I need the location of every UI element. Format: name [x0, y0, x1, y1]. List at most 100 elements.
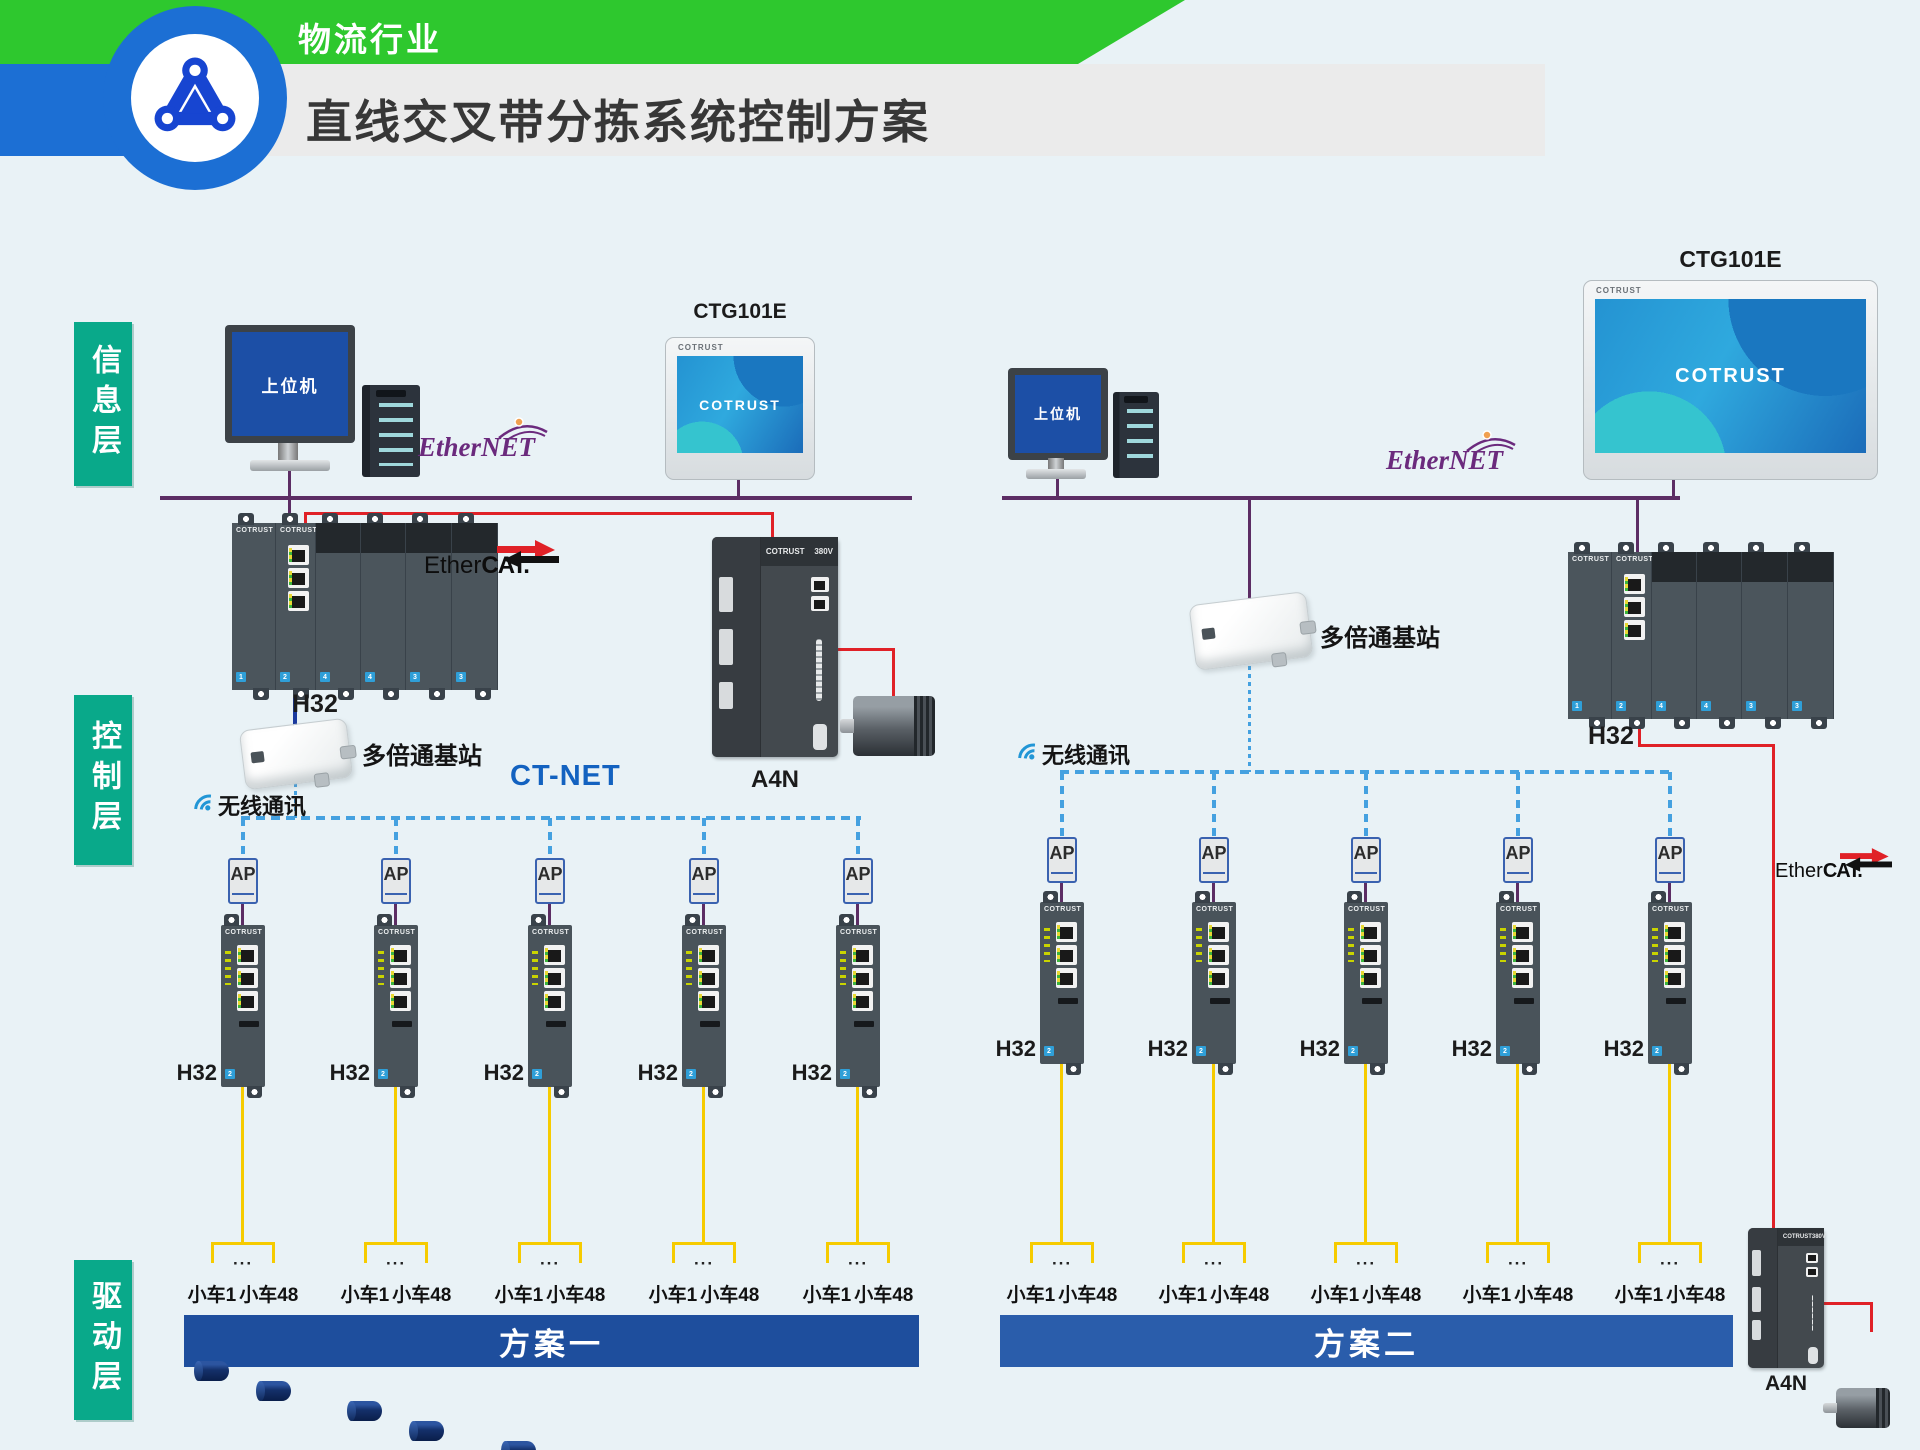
module-chip: 2	[1616, 701, 1626, 711]
drive-x2-connector	[1807, 1290, 1818, 1336]
col2-5-module-label: H32	[1603, 1036, 1644, 1061]
cart-first-label: 小车1	[494, 1285, 544, 1306]
col1-1-cart-labels: 小车1 小车48	[181, 1280, 305, 1307]
col1-3-ap-module-link	[548, 904, 551, 925]
ethernet-bus-1	[160, 496, 912, 500]
cart-last-label: 小车48	[546, 1285, 606, 1306]
module-chip: 2	[1500, 1046, 1510, 1056]
col1-4-fork-right	[733, 1242, 736, 1263]
ethernet-swoosh-icon	[498, 417, 548, 441]
module-usb-slot	[1210, 998, 1230, 1004]
col1-1-cart-last-motor	[256, 1381, 291, 1401]
col2-3-fork	[1334, 1242, 1398, 1245]
wireless1-label: 无线通讯	[218, 794, 307, 819]
plc-rack-2: COTRUST 1 COTRUST 2 4 4 3 3	[1568, 542, 1834, 729]
col1-1-h32-module: COTRUST 2	[221, 914, 265, 1098]
col1-4-ap-module-link	[702, 904, 705, 925]
basestation2-label: 多倍通基站	[1320, 625, 1440, 652]
module-usb-slot	[700, 1021, 720, 1027]
col1-4-h32-module: COTRUST 2	[682, 914, 726, 1098]
col1-4-cart-labels: 小车1 小车48	[642, 1280, 766, 1307]
col1-1-cart-first-motor	[194, 1361, 229, 1381]
drive-ethernet-ports	[810, 576, 829, 611]
col1-5-fork	[826, 1242, 890, 1245]
rack2-io-module: 4	[1697, 542, 1742, 729]
rack1-io-module: 4	[316, 513, 361, 700]
cart-first-label: 小车1	[1158, 1285, 1208, 1306]
ethernet-ports	[544, 945, 565, 1011]
col1-3-h32-module: COTRUST 2	[528, 914, 572, 1098]
module-chip: 1	[236, 672, 246, 682]
brand-logo	[103, 6, 287, 190]
module-brand: COTRUST	[1044, 906, 1082, 913]
ethernet-ports	[237, 945, 258, 1011]
module-chip: 3	[410, 672, 420, 682]
col1-5-h32-module: COTRUST 2	[836, 914, 880, 1098]
module-chip: 2	[280, 672, 290, 682]
tower-vents	[379, 403, 414, 466]
col1-1-ap-module-link	[241, 904, 244, 925]
ethercat2-line-c	[1772, 744, 1775, 1230]
col1-2-ellipsis: ···	[386, 1254, 406, 1273]
col2-1-ap-unit: AP	[1047, 837, 1077, 883]
module-brand: COTRUST	[1196, 906, 1234, 913]
rack1-cpu-module: COTRUST 2	[276, 513, 317, 700]
module-usb-slot	[1666, 998, 1686, 1004]
col2-4-ellipsis: ···	[1508, 1254, 1528, 1273]
basestation-2	[1188, 591, 1317, 671]
hmi1-brand: COTRUST	[678, 343, 724, 352]
layer-control: 控制层	[74, 695, 132, 865]
module-usb-slot	[546, 1021, 566, 1027]
module-chip: 2	[225, 1069, 235, 1079]
col1-3-fork-left	[518, 1242, 521, 1263]
col2-4-ap-module-link	[1516, 883, 1519, 902]
module-leds	[1196, 928, 1202, 962]
rack2-io-module: 3	[1742, 542, 1788, 729]
ethercat1-line-c	[771, 512, 774, 538]
col2-2-ellipsis: ···	[1204, 1254, 1224, 1273]
ethernet-ports	[1208, 922, 1229, 988]
col2-3-wireless-drop	[1364, 772, 1368, 837]
host1-stand	[278, 443, 298, 460]
col2-4-ap-unit: AP	[1503, 837, 1533, 883]
col2-2-ap-unit: AP	[1199, 837, 1229, 883]
col1-5-ap-unit: AP	[843, 858, 873, 904]
col1-3-module-label: H32	[483, 1060, 524, 1085]
molecule-icon	[154, 57, 236, 132]
ethernet-ports	[852, 945, 873, 1011]
col2-1-ellipsis: ···	[1052, 1254, 1072, 1273]
col2-5-ap-module-link	[1668, 883, 1671, 902]
ethercat2-logo: EtherCAT.	[1775, 848, 1892, 883]
host1-bus-link	[288, 471, 291, 523]
module-chip: 2	[686, 1069, 696, 1079]
col1-3-ap-unit: AP	[535, 858, 565, 904]
col1-1-fork-left	[211, 1242, 214, 1263]
rack1-bs-link	[293, 690, 297, 726]
col1-2-h32-module: COTRUST 2	[374, 914, 418, 1098]
module-brand: COTRUST	[378, 929, 416, 936]
ethercat1-line-a	[304, 512, 307, 524]
col2-1-wireless-drop	[1060, 772, 1064, 837]
module-chip: 3	[1792, 701, 1802, 711]
servo1-motor-line-b	[892, 648, 895, 700]
module-leds	[378, 951, 384, 985]
col1-4-fork	[672, 1242, 736, 1245]
col2-2-wireless-drop	[1212, 772, 1216, 837]
col2-4-fork-left	[1486, 1242, 1489, 1263]
col2-3-cart-labels: 小车1 小车48	[1304, 1280, 1428, 1307]
module-leds	[1044, 928, 1050, 962]
module-leds	[686, 951, 692, 985]
col1-4-wireless-drop	[702, 818, 706, 858]
col2-5-wireless-drop	[1668, 772, 1672, 837]
wireless2-label: 无线通讯	[1042, 743, 1131, 768]
col2-5-fork-right	[1699, 1242, 1702, 1263]
module-chip: 4	[1701, 701, 1711, 711]
cart-last-label: 小车48	[1514, 1285, 1574, 1306]
module-usb-slot	[239, 1021, 259, 1027]
col1-4-fork-left	[672, 1242, 675, 1263]
col2-4-fork-right	[1547, 1242, 1550, 1263]
cart-last-label: 小车48	[392, 1285, 452, 1306]
layer-info: 信息层	[74, 322, 132, 486]
drive-ethernet-ports	[1806, 1253, 1819, 1278]
ethernet-ports	[1664, 922, 1685, 988]
